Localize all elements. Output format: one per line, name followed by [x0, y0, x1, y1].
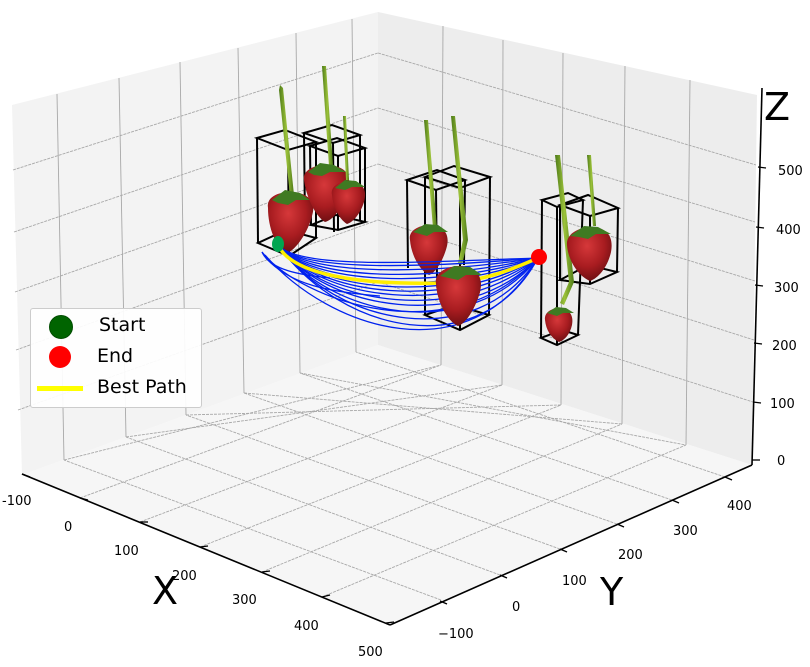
y-tick: 100 — [562, 574, 587, 589]
z-tick: 100 — [770, 397, 795, 412]
strawberry — [409, 120, 448, 275]
tick-marks — [21, 166, 767, 624]
floor-pane — [22, 345, 752, 625]
y-tick: 0 — [512, 600, 520, 615]
y-tick: 200 — [618, 548, 643, 563]
legend-item-start: Start — [31, 311, 201, 341]
yellow-line-icon — [37, 386, 83, 391]
strawberries — [267, 66, 612, 342]
start-point — [272, 236, 284, 252]
x-tick: 200 — [172, 569, 197, 584]
x-tick: 500 — [358, 645, 383, 660]
x-tick: -100 — [2, 494, 32, 509]
y-tick: −100 — [438, 627, 474, 642]
legend-item-best-path: Best Path — [31, 373, 201, 403]
z-tick: 300 — [774, 281, 799, 296]
end-point — [531, 249, 547, 265]
best-path-line — [276, 244, 539, 285]
z-tick: 500 — [778, 164, 803, 179]
legend-label-end: End — [97, 345, 134, 367]
legend-label-best-path: Best Path — [97, 376, 187, 398]
x-tick: 0 — [64, 520, 72, 535]
z-tick: 200 — [772, 339, 797, 354]
y-tick-labels: −100 0 100 200 300 400 — [438, 499, 752, 642]
x-tick-labels: -100 0 100 200 300 400 500 — [2, 494, 383, 660]
legend-item-end: End — [31, 342, 201, 372]
y-tick: 400 — [727, 499, 752, 514]
y-tick: 300 — [673, 524, 698, 539]
x-tick: 400 — [294, 619, 319, 634]
strawberry — [566, 155, 612, 281]
red-circle-icon — [49, 346, 71, 368]
x-axis-title: X — [152, 569, 178, 613]
x-tick: 100 — [114, 544, 139, 559]
strawberry — [544, 155, 574, 342]
strawberry — [331, 116, 366, 224]
strawberry — [435, 266, 482, 326]
z-tick: 400 — [776, 223, 801, 238]
y-axis-line — [389, 464, 753, 626]
legend: Start End Best Path — [30, 308, 202, 408]
z-tick: 0 — [777, 454, 785, 469]
green-circle-icon — [49, 315, 73, 339]
z-axis-title: Z — [764, 85, 790, 129]
legend-label-start: Start — [99, 314, 146, 336]
y-axis-title: Y — [599, 570, 624, 614]
z-tick-labels: 0 100 200 300 400 500 — [770, 164, 803, 469]
x-tick: 300 — [232, 593, 257, 608]
